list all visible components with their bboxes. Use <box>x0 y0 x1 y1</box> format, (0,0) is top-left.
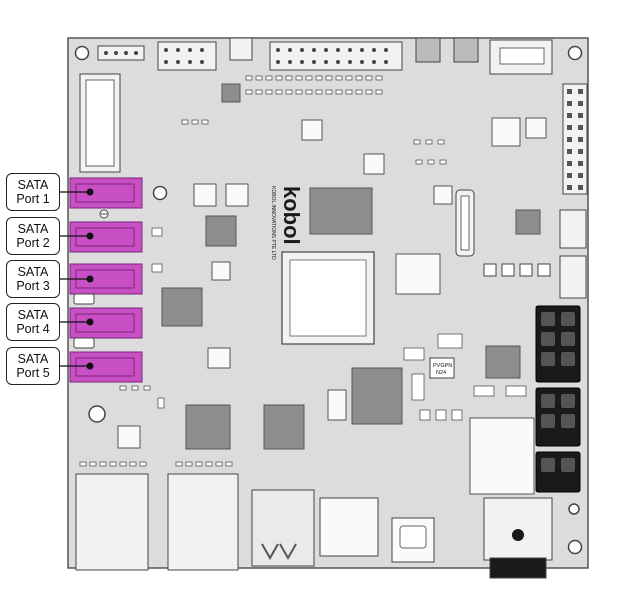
brand-logo: kobol <box>279 186 304 245</box>
sata-connector-5 <box>69 351 143 383</box>
sata-connector-2 <box>69 221 143 253</box>
sata-port-4-callout: SATA Port 4 <box>6 303 60 341</box>
sata-port-5-line2: Port 5 <box>16 366 50 380</box>
fan-connectors <box>559 209 587 299</box>
sata-connector-1 <box>69 177 143 209</box>
pin-dots-top <box>104 48 388 64</box>
gpio-header-right <box>562 83 588 195</box>
sata-port-4-line2: Port 4 <box>16 322 50 336</box>
chip-label-2: N24 <box>436 370 446 376</box>
sata-port-2-line1: SATA <box>17 222 49 236</box>
sata-port-3-callout: SATA Port 3 <box>6 260 60 298</box>
sata-port-1-callout: SATA Port 1 <box>6 173 60 211</box>
sata-port-1-line2: Port 1 <box>16 192 50 206</box>
callout-leaders <box>60 191 90 367</box>
sata-port-2-callout: SATA Port 2 <box>6 217 60 255</box>
chip-label-1: PVGPN <box>433 363 452 369</box>
sata-port-4-line1: SATA <box>17 308 49 322</box>
grey-chips <box>161 83 541 450</box>
passive-components <box>79 75 527 467</box>
bottom-connectors <box>75 473 553 579</box>
mounting-holes <box>74 45 583 555</box>
sata-port-3-line1: SATA <box>17 265 49 279</box>
sata-port-5-callout: SATA Port 5 <box>6 347 60 385</box>
sata-port-2-line2: Port 2 <box>16 236 50 250</box>
brand-subtitle: KOBOL INNOVATIONS PTE LTD <box>270 186 276 260</box>
sata-port-5-line1: SATA <box>17 352 49 366</box>
sata-port-1-line1: SATA <box>17 178 49 192</box>
sata-connector-4 <box>69 307 143 339</box>
sata-connectors <box>69 177 143 383</box>
white-chips <box>117 117 547 495</box>
sata-port-3-line2: Port 3 <box>16 279 50 293</box>
pin-header-top <box>97 37 479 71</box>
